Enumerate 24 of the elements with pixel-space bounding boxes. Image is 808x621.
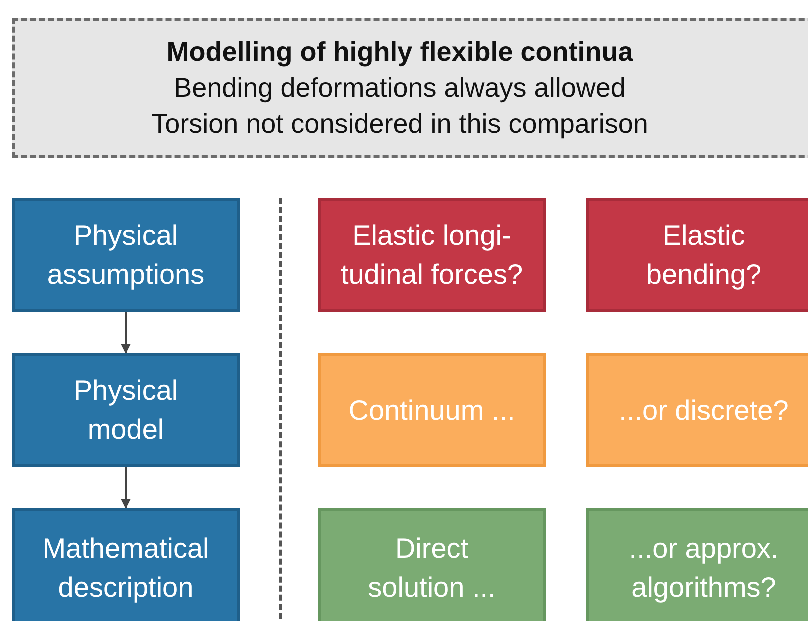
- note-text: Torsion not considered in this comparison: [152, 108, 648, 141]
- process-box: [318, 353, 546, 467]
- process-box: [586, 508, 808, 621]
- note-text: Bending deformations always allowed: [174, 72, 626, 105]
- box-label: Elastic longi- tudinal forces?: [340, 219, 524, 292]
- box-label: Direct solution ...: [367, 532, 497, 605]
- box-label: ...or approx. algorithms?: [628, 532, 780, 605]
- arrow: [121, 467, 131, 509]
- box-label: Elastic bending?: [645, 219, 763, 292]
- box-label: Physical model: [72, 374, 180, 447]
- title-text: Modelling of highly flexible continua: [166, 36, 634, 69]
- process-box: [12, 198, 240, 312]
- process-box: [586, 198, 808, 312]
- process-box: [318, 508, 546, 621]
- process-box: [586, 353, 808, 467]
- header-box: [12, 18, 808, 158]
- arrow: [121, 312, 131, 354]
- box-label: Physical assumptions: [46, 219, 206, 292]
- box-label: Continuum ...: [348, 394, 516, 428]
- process-box: [12, 353, 240, 467]
- box-label: ...or discrete?: [619, 394, 789, 428]
- process-box: [318, 198, 546, 312]
- process-box: [12, 508, 240, 621]
- box-label: Mathematical description: [42, 532, 210, 605]
